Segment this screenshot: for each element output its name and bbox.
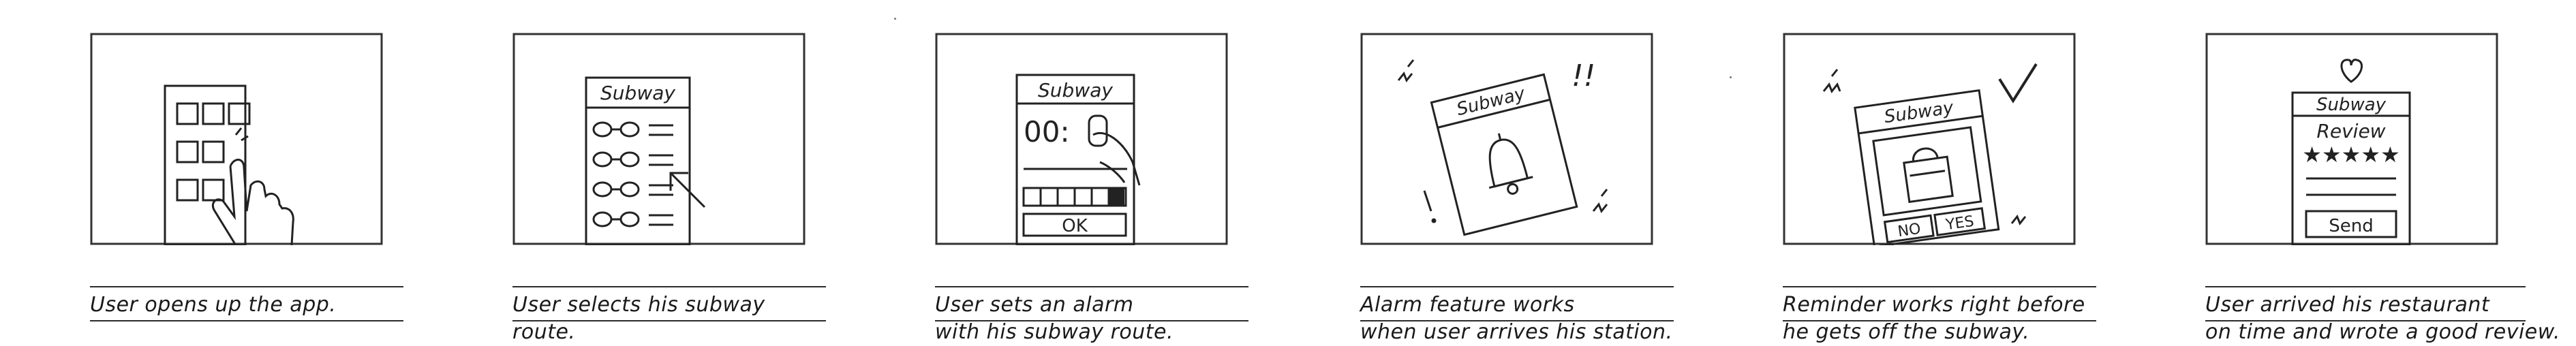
storyboard-panel-1: User opens up the app. xyxy=(90,33,403,321)
bell-icon xyxy=(1488,133,1533,195)
bag-icon xyxy=(1903,147,1954,204)
yes-button xyxy=(1933,207,1987,236)
panel-4-caption: Alarm feature works when user arrives hi… xyxy=(1360,292,1681,346)
storyboard: User opens up the app. Subway User sel xyxy=(90,18,2560,344)
ok-button-label: OK xyxy=(1062,216,1088,236)
screen-title: Subway xyxy=(600,82,675,104)
caption-line-2 xyxy=(90,319,410,346)
phone-screen xyxy=(1015,74,1135,245)
checkmark-icon xyxy=(1998,63,2038,104)
alert-marks: !! xyxy=(1571,59,1595,93)
caption-line-1: User opens up the app. xyxy=(90,293,337,317)
no-button-label: NO xyxy=(1897,221,1922,240)
no-button xyxy=(1883,214,1935,244)
panel-6-caption: User arrived his restaurant on time and … xyxy=(2205,292,2560,346)
storyboard-panel-3: Subway 00: OK User sets an alarm with hi… xyxy=(935,33,1248,344)
yes-button-label: YES xyxy=(1944,213,1975,234)
storyboard-panel-5: Subway NO YES Remin xyxy=(1783,33,2096,344)
star-rating: ★★★★★ xyxy=(2302,142,2399,168)
panel-5-sketch: Subway NO YES xyxy=(1783,33,2076,245)
caption-line-1: User arrived his restaurant xyxy=(2205,293,2490,317)
hand-icon xyxy=(229,159,294,245)
panel-5-caption: Reminder works right before he gets off … xyxy=(1783,292,2103,346)
alarm-time: 00: xyxy=(1024,115,1070,148)
panel-2-sketch: Subway xyxy=(512,33,806,245)
phone-screen xyxy=(1430,73,1578,236)
send-button-label: Send xyxy=(2329,216,2373,236)
phone-screen xyxy=(1854,89,2000,245)
phone-screen xyxy=(2291,91,2411,245)
heart-icon xyxy=(2340,59,2363,83)
storyboard-panel-6: Subway Review ★★★★★ Send User arrived hi… xyxy=(2205,33,2560,344)
storyboard-panel-4: Subway !! Alarm feature works when xyxy=(1360,33,1674,344)
panel-6-sketch: Subway Review ★★★★★ Send xyxy=(2205,33,2498,245)
caption-line-2: on time and wrote a good review. xyxy=(2205,320,2560,344)
send-button xyxy=(2305,210,2397,238)
panel-3-sketch: Subway 00: OK xyxy=(935,33,1228,245)
route-list xyxy=(592,121,673,227)
caption-line-1: User sets an alarm xyxy=(935,293,1134,317)
cursor-arrow-icon xyxy=(669,172,706,208)
caption-line-2: route. xyxy=(512,320,576,344)
screen-title: Subway xyxy=(2316,95,2387,115)
caption-line-1: Alarm feature works xyxy=(1360,293,1575,317)
screen-title: Subway xyxy=(1038,79,1113,101)
route-bar xyxy=(1022,187,1127,207)
phone-icon xyxy=(164,84,247,245)
caption-line-1: Reminder works right before xyxy=(1783,293,2085,317)
panel-1-sketch xyxy=(90,33,383,245)
caption-line-2: when user arrives his station. xyxy=(1360,320,1673,344)
caption-line-2: he gets off the subway. xyxy=(1783,320,2030,344)
phone-screen xyxy=(585,76,691,245)
app-grid-icon xyxy=(176,102,251,202)
ok-button xyxy=(1022,213,1127,237)
vibration-marks xyxy=(1822,69,2027,225)
storyboard-panel-2: Subway User selects his subway route. xyxy=(512,33,826,344)
panel-3-caption: User sets an alarm with his subway route… xyxy=(935,292,1255,346)
review-title: Review xyxy=(2316,120,2385,142)
panel-4-sketch: Subway !! xyxy=(1360,33,1653,245)
caption-line-2: with his subway route. xyxy=(935,320,1174,344)
caption-line-1: User selects his subway xyxy=(512,293,765,317)
vibration-marks xyxy=(1397,59,1608,223)
panel-1-caption: User opens up the app. xyxy=(90,292,410,346)
panel-2-caption: User selects his subway route. xyxy=(512,292,833,346)
